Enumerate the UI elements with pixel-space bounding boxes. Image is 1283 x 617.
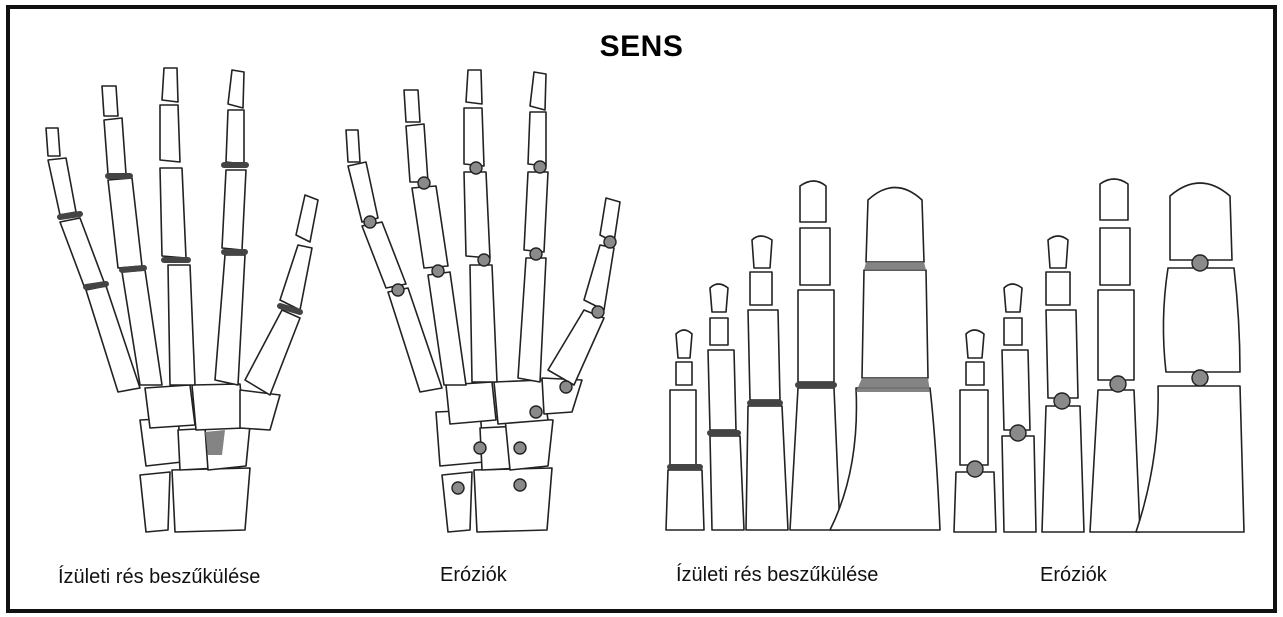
hand-erosions-diagram bbox=[346, 70, 620, 532]
foot-narrowing-diagram bbox=[666, 181, 940, 530]
caption-hand-narrowing: Ízületi rés beszűkülése bbox=[58, 566, 260, 589]
hand-narrowing-diagram bbox=[46, 68, 318, 532]
caption-hand-erosions: Eróziók bbox=[440, 564, 507, 587]
foot-erosions-diagram bbox=[954, 179, 1244, 532]
caption-foot-erosions: Eróziók bbox=[1040, 564, 1107, 587]
caption-foot-narrowing: Ízületi rés beszűkülése bbox=[676, 564, 878, 587]
